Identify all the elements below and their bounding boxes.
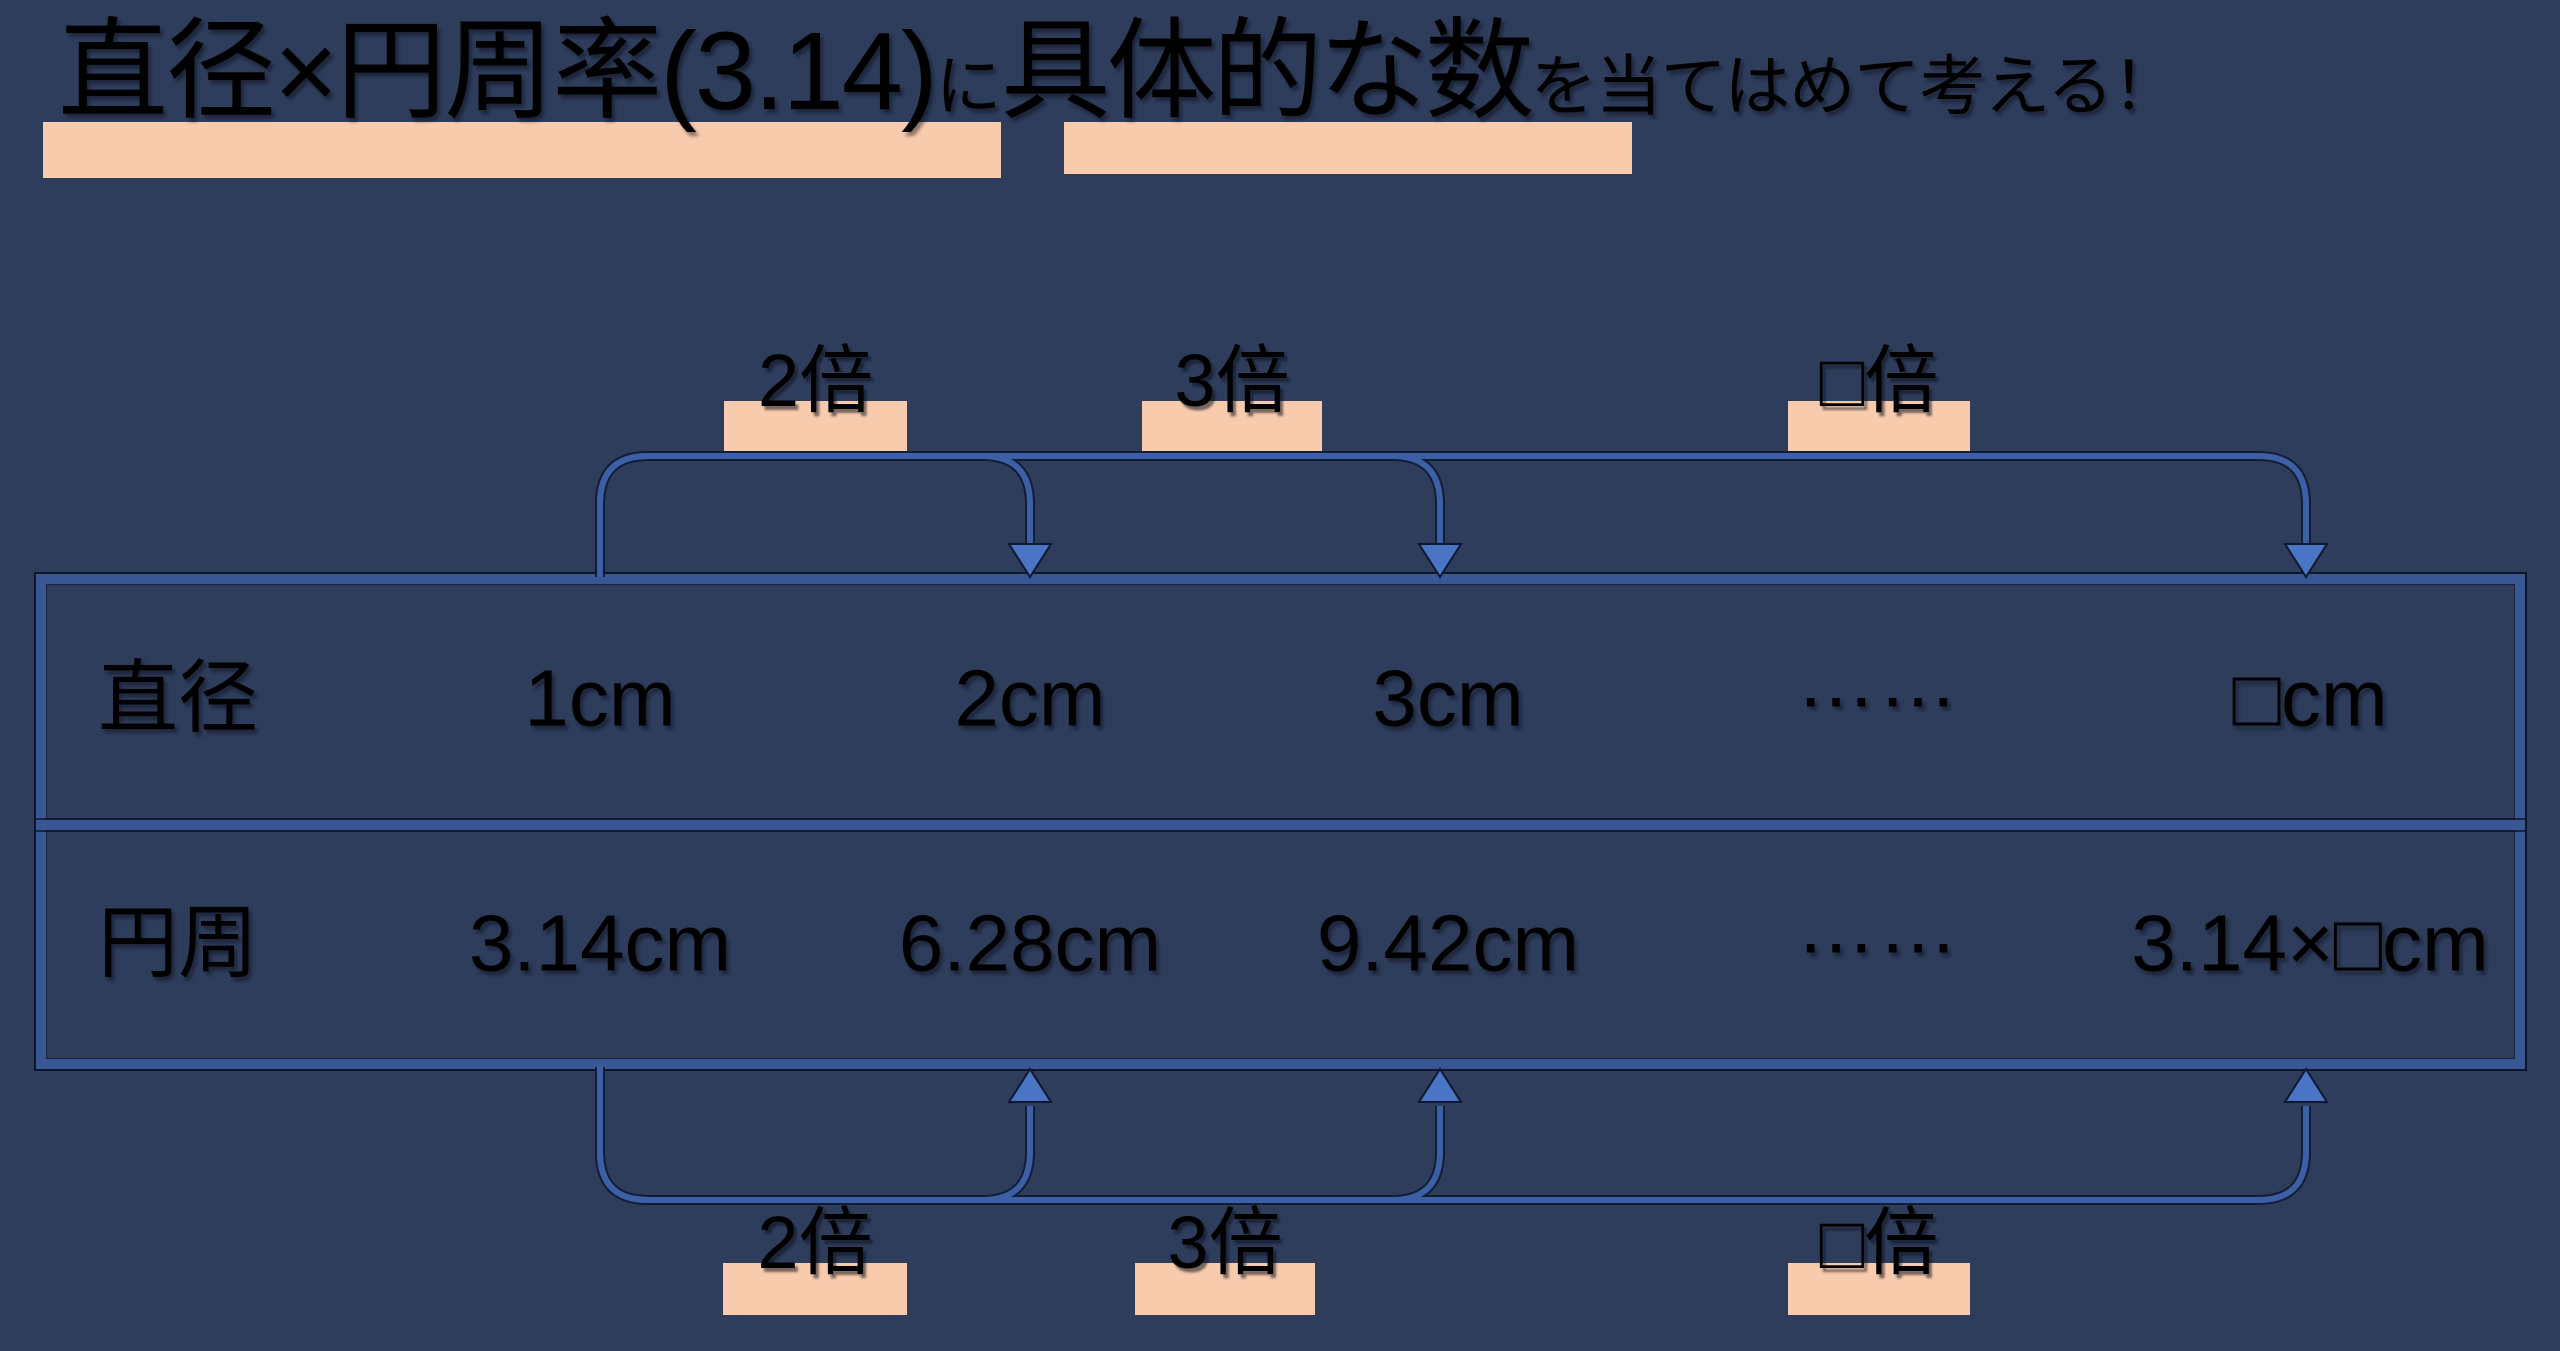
title-segment-large-2: 具体的な数 (1000, 10, 1535, 133)
connector-bottom-2x-outline (595, 1067, 1035, 1205)
multiplier-bottom-nx: □倍 (1788, 1205, 1970, 1315)
arrowhead-down-icon (1417, 543, 1463, 579)
cell-diameter-2: 2cm (954, 653, 1106, 743)
connector-bottom-3x-outline (595, 1067, 1445, 1205)
title-highlight-bar-2 (1064, 122, 1632, 174)
table-row-divider (36, 820, 2525, 830)
cell-diameter-1: 1cm (524, 653, 676, 743)
connector-top-2x-outline (595, 451, 1035, 577)
arrowhead-up-icon (1007, 1067, 1053, 1103)
multiplier-highlight-box (724, 401, 907, 451)
row-label-circumference: 円周 (98, 898, 258, 988)
arrowhead-down-icon (1007, 543, 1053, 579)
cell-diameter-ellipsis: …… (1796, 634, 1960, 724)
connector-bottom-nx (597, 1067, 2309, 1203)
multiplier-label: 3倍 (1167, 1201, 1283, 1284)
cell-circumference-1: 3.14cm (468, 898, 732, 988)
title-segment-large-1: 直径×円周率(3.14) (58, 10, 938, 133)
connector-bottom-2x (597, 1067, 1033, 1203)
multiplier-highlight-box (723, 1263, 907, 1315)
cell-circumference-2: 6.28cm (898, 898, 1162, 988)
connector-top-3x-outline (595, 451, 1445, 577)
connector-bottom-3x (597, 1067, 1443, 1203)
multiplier-label: □倍 (1819, 1201, 1939, 1284)
connector-top-nx-outline (595, 451, 2311, 577)
row-label-diameter: 直径 (98, 653, 258, 743)
multiplier-top-2x: 2倍 (724, 340, 907, 452)
multiplier-label: 2倍 (757, 339, 874, 422)
cell-circumference-n: 3.14×□cm (2131, 898, 2489, 988)
arrowhead-down-icon (2283, 543, 2329, 579)
cell-diameter-n: □cm (2232, 653, 2388, 743)
multiplier-label: 2倍 (757, 1201, 873, 1284)
cell-circumference-3: 9.42cm (1316, 898, 1580, 988)
multiplier-label: □倍 (1819, 339, 1939, 422)
connector-bottom-nx-outline (595, 1067, 2311, 1205)
page-title: 直径×円周率(3.14) に 具体的な数 を当てはめて考える！ (58, 8, 2179, 136)
cell-diameter-3: 3cm (1372, 653, 1524, 743)
title-segment-small-1: に (935, 49, 1002, 123)
multiplier-highlight-box (1788, 401, 1970, 451)
multiplier-bottom-3x: 3倍 (1135, 1205, 1315, 1315)
connector-top-2x (597, 453, 1033, 577)
multiplier-top-3x: 3倍 (1142, 340, 1322, 452)
arrowhead-up-icon (1417, 1067, 1463, 1103)
multiplier-top-nx: □倍 (1788, 340, 1970, 452)
connector-top-3x (597, 453, 1443, 577)
multiplier-label: 3倍 (1174, 339, 1290, 422)
multiplier-bottom-2x: 2倍 (723, 1205, 907, 1315)
multiplier-highlight-box (1788, 1263, 1970, 1315)
title-segment-small-2: を当てはめて考える！ (1530, 49, 2179, 123)
table-row-diameter: 直径 1cm 2cm 3cm …… □cm (36, 584, 2525, 816)
table-row-circumference: 円周 3.14cm 6.28cm 9.42cm …… 3.14×□cm (36, 830, 2525, 1060)
multiplier-highlight-box (1135, 1263, 1315, 1315)
title-highlight-bar-1 (43, 122, 1001, 178)
arrowhead-up-icon (2283, 1067, 2329, 1103)
connector-top-nx (597, 453, 2309, 577)
cell-circumference-ellipsis: …… (1796, 879, 1960, 969)
multiplier-highlight-box (1142, 401, 1322, 451)
